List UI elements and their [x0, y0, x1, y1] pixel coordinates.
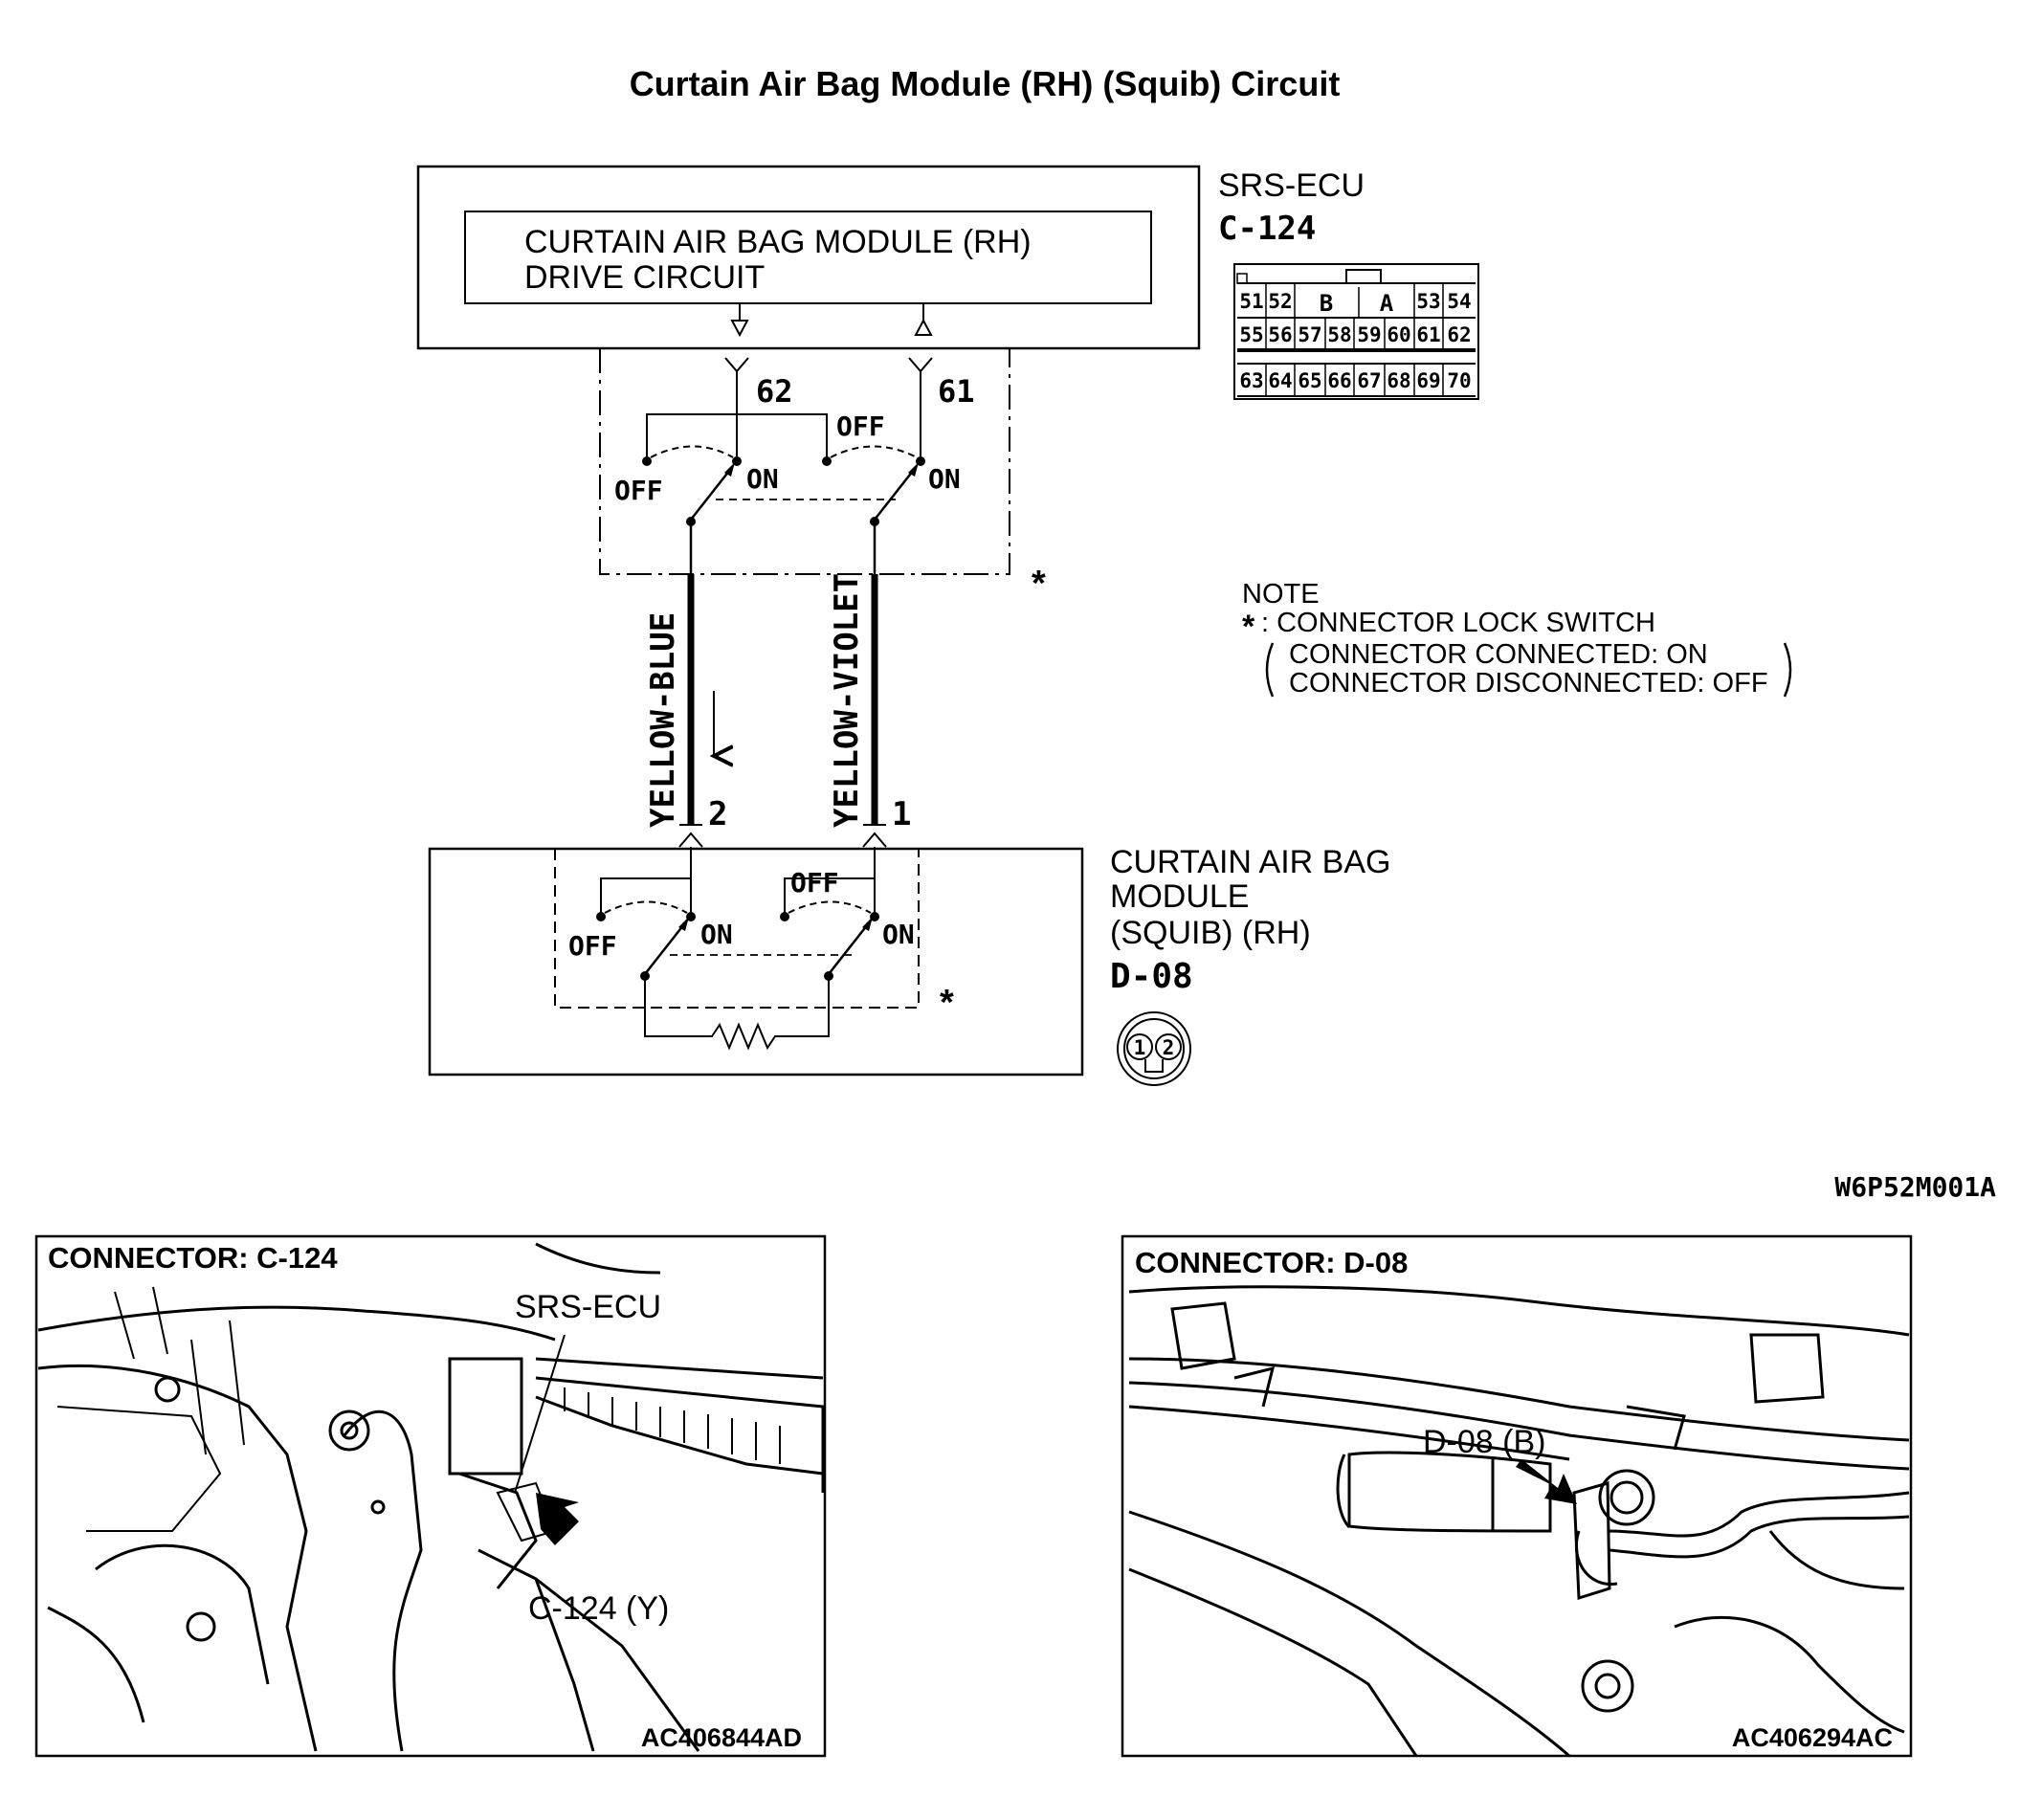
- photo-left-connector-label: C-124 (Y): [528, 1590, 669, 1627]
- photo-right-header: CONNECTOR: D-08: [1135, 1246, 1408, 1279]
- pin-63: 63: [1239, 369, 1263, 392]
- pin-70: 70: [1447, 369, 1471, 392]
- pin-57: 57: [1298, 323, 1321, 346]
- pin-51: 51: [1239, 290, 1263, 313]
- wire-color-yellow-blue: YELLOW-BLUE: [644, 612, 682, 828]
- pin-55: 55: [1239, 323, 1263, 346]
- air-bag-module-block: [428, 847, 1084, 1076]
- pin-54: 54: [1447, 290, 1471, 313]
- lock-switch-asterisk: *: [940, 983, 954, 1023]
- photo-left-header: CONNECTOR: C-124: [48, 1241, 338, 1275]
- pin-a: A: [1380, 290, 1394, 317]
- pin-56: 56: [1268, 323, 1292, 346]
- wire-pin-2: 2: [708, 795, 727, 833]
- pin-69: 69: [1416, 369, 1440, 392]
- roof-rail-illustration: [1128, 1285, 1910, 1758]
- switch-off-label: OFF: [568, 930, 617, 962]
- pin-65: 65: [1298, 369, 1321, 392]
- switch-off-label: OFF: [790, 867, 839, 899]
- note-heading: NOTE: [1242, 579, 1320, 610]
- note-line-2: CONNECTOR CONNECTED: ON: [1289, 639, 1708, 670]
- pin-label-62: 62: [756, 373, 793, 410]
- pin-64: 64: [1268, 369, 1292, 392]
- diagram-code: W6P52M001A: [1834, 1171, 1996, 1203]
- photo-right-connector-label: D-08 (B): [1423, 1424, 1545, 1460]
- pin-label-61: 61: [938, 373, 975, 410]
- note-block: NOTE * : CONNECTOR LOCK SWITCH CONNECTOR…: [1242, 579, 1792, 699]
- switch-on-label: ON: [882, 919, 915, 950]
- photo-left-ecu-label: SRS-ECU: [515, 1289, 661, 1325]
- module-label-1: CURTAIN AIR BAG: [1110, 844, 1390, 880]
- connector-pointer-arrow-icon: [1516, 1459, 1577, 1504]
- pin-61: 61: [1416, 323, 1440, 346]
- connector-pointer-arrow-icon: [536, 1493, 579, 1545]
- switch-on-label: ON: [700, 919, 733, 950]
- ecu-connector-lock-switch: [599, 348, 1010, 575]
- srs-ecu-block: CURTAIN AIR BAG MODULE (RH) DRIVE CIRCUI…: [416, 165, 1201, 350]
- srs-ecu-connector-id: C-124: [1218, 210, 1316, 248]
- harness-wires: [678, 574, 887, 848]
- srs-ecu-name: SRS-ECU: [1218, 167, 1365, 204]
- d08-connector-face-icon: 1 2: [1117, 1011, 1191, 1086]
- pin-67: 67: [1357, 369, 1381, 392]
- pin-60: 60: [1387, 323, 1410, 346]
- photo-left-code: AC406844AD: [641, 1723, 802, 1752]
- switch-off-label: OFF: [836, 411, 885, 442]
- pin-66: 66: [1327, 369, 1351, 392]
- switch-off-label: OFF: [614, 475, 663, 506]
- page-title: Curtain Air Bag Module (RH) (Squib) Circ…: [630, 64, 1341, 103]
- module-label-3: (SQUIB) (RH): [1110, 915, 1311, 951]
- input-terminal-icon: [914, 318, 933, 336]
- pin-53: 53: [1416, 290, 1440, 313]
- pin-59: 59: [1357, 323, 1381, 346]
- pin-52: 52: [1268, 290, 1292, 313]
- module-label-2: MODULE: [1110, 878, 1249, 915]
- pin-68: 68: [1387, 369, 1410, 392]
- pin-62: 62: [1447, 323, 1471, 346]
- note-asterisk: *: [1242, 609, 1255, 645]
- switch-on-label: ON: [928, 463, 961, 495]
- note-line-1: : CONNECTOR LOCK SWITCH: [1261, 608, 1655, 638]
- d08-pin-1: 1: [1134, 1036, 1146, 1059]
- photo-right-code: AC406294AC: [1732, 1723, 1893, 1752]
- wire-color-yellow-violet: YELLOW-VIOLET: [828, 573, 866, 828]
- pin-58: 58: [1327, 323, 1351, 346]
- switch-on-label: ON: [746, 463, 779, 495]
- d08-pin-2: 2: [1163, 1036, 1175, 1059]
- dashboard-illustration: [37, 1242, 825, 1752]
- drive-circuit-label-1: CURTAIN AIR BAG MODULE (RH): [524, 224, 1032, 260]
- squib-resistor-icon: [644, 976, 830, 1051]
- photo-panel-d08: CONNECTOR: D-08 D-08 (B) AC406294AC: [1121, 1234, 1913, 1758]
- drive-circuit-label-2: DRIVE CIRCUIT: [524, 259, 765, 296]
- photo-panel-c124: CONNECTOR: C-124 SRS-ECU C-124 (Y) AC406…: [34, 1234, 827, 1758]
- note-line-3: CONNECTOR DISCONNECTED: OFF: [1289, 668, 1768, 699]
- module-connector-id: D-08: [1110, 957, 1193, 996]
- pin-b: B: [1320, 290, 1333, 317]
- lock-switch-asterisk: *: [1032, 564, 1046, 604]
- wire-pin-1: 1: [892, 795, 911, 833]
- output-terminal-icon: [730, 320, 749, 338]
- c124-pinout: 51 52 B A 53 54 55 56 57 58 59 60 61 62 …: [1233, 263, 1479, 400]
